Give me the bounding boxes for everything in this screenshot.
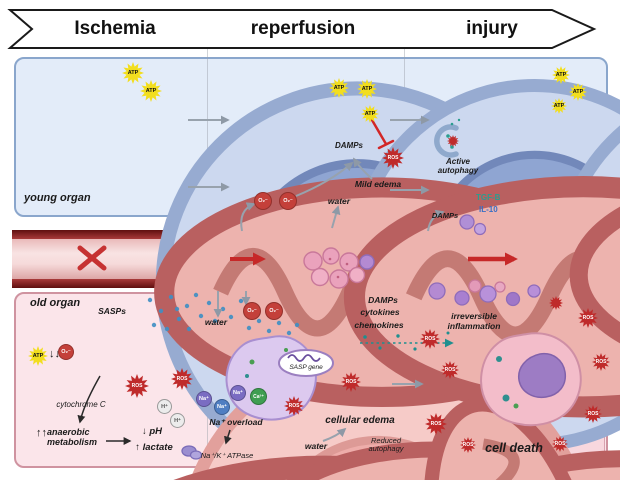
il-10-label: IL-10 [479,205,498,214]
dying-cell-icon [480,332,582,427]
sasps-label: SASPs [98,306,126,316]
superoxide-icon: O₂⁻ [58,344,74,360]
active-autophagy-label: Active autophagy [437,157,479,175]
water-label-old-top: water [204,317,228,327]
cell-death-label: cell death [485,441,543,455]
stage-injury: injury [466,18,518,39]
irreversible-inflammation-label: irreversible inflammation [447,311,501,331]
metabolic-arrows [77,375,232,445]
superoxide-icon: O₂⁻ [279,192,297,210]
old-organ-label: old organ [30,297,81,309]
proton-icon: H⁺ [170,413,185,428]
damp-cell-icons-young [459,214,487,236]
pyknotic-nucleus-icon [518,352,567,399]
calcium-icon: Ca²⁺ [250,388,267,405]
sodium-icon: Na⁺ [214,399,230,415]
sodium-icon: Na⁺ [196,391,212,407]
reduced-autophagy-label: Reduced autophagy [368,436,404,454]
mild-edema-label: Mild edema [354,179,402,189]
infiltrating-cell-icons [428,279,541,307]
lactate-label: ↑ lactate [135,442,173,453]
anaerobic-text: anaerobic metabolism [47,427,98,448]
flow-arrows [188,115,445,442]
sasp-factor-dots [147,292,300,336]
ph-label: ↓ pH [141,426,163,437]
cytochrome-c-label: cytochrome C [56,400,106,409]
sasp-gene-icon [278,349,334,377]
na-overload-label: Na⁺ overload [209,417,263,427]
no-flow-x-icon [77,245,107,271]
superoxide-icon: O₂⁻ [254,192,272,210]
ros-inhibition-bar [370,118,395,150]
cellular-edema-label: cellular edema [325,415,395,426]
anaerobic-metabolism-label: ↑↑anaerobic metabolism [36,427,109,447]
atpase-label: Na⁺/K⁺ ATPase [200,451,254,460]
sasp-gene-label: SASP gene [289,364,323,371]
superoxide-icon: O₂⁻ [265,302,283,320]
cytokines-label: cytokines [360,307,400,317]
young-organ-label: young organ [24,192,91,204]
proton-icon: H⁺ [157,399,172,414]
damps-label-vessel: DAMPs [431,211,459,220]
immune-cell-icons [303,247,375,289]
damps-label-young: DAMPs [334,141,364,150]
chemokines-label: chemokines [354,320,404,330]
stage-ischemia: Ischemia [74,18,156,39]
stage-banner [7,9,597,49]
na-k-atpase-icon [181,445,203,460]
tgf-b-label: TGF-B [476,193,501,202]
water-label-old-bottom: water [304,441,328,451]
autophagosome-icon [434,118,461,158]
damps-label-old: DAMPs [368,295,398,305]
sodium-icon: Na⁺ [230,385,246,401]
water-label-young: water [327,196,351,206]
anaerobic-increase-arrows: ↑↑ [36,427,47,439]
superoxide-icon: O₂⁻ [243,302,261,320]
stage-reperfusion: reperfusion [250,18,356,39]
atp-decrease-arrows: ↓↓ [49,348,60,360]
